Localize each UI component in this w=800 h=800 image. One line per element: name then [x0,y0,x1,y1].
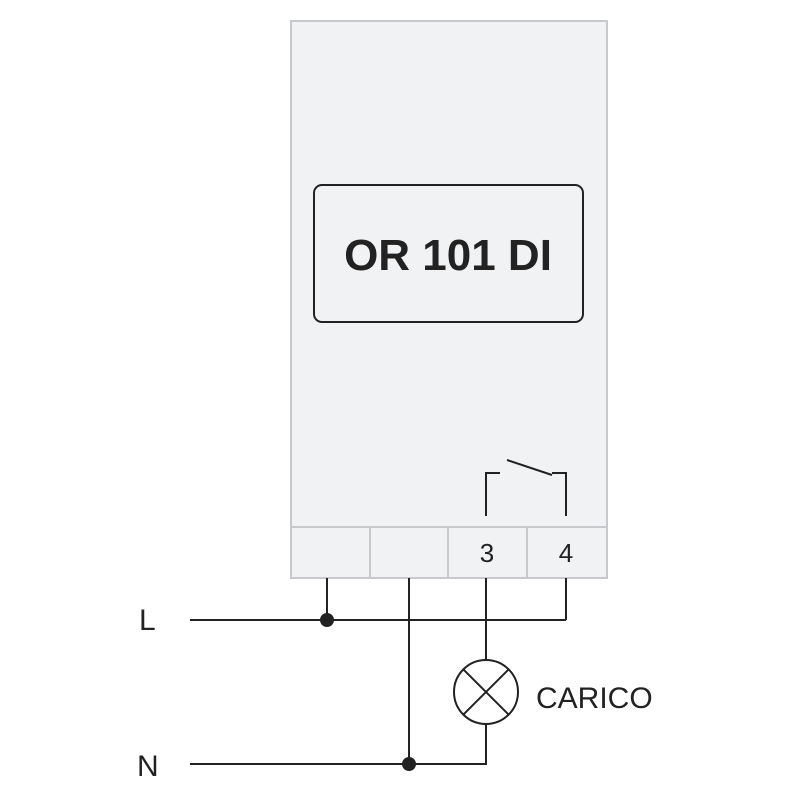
load-label: CARICO [536,682,653,715]
model-label-panel [313,184,584,323]
terminal-4-label: 4 [559,538,573,568]
terminal-3-label: 3 [480,538,494,568]
wires [190,578,567,765]
junction-dot-line [320,613,334,627]
terminal-strip [291,526,607,578]
model-label: OR 101 DI [344,231,552,280]
neutral-label: N [137,750,159,783]
relay-contact-symbol [485,459,567,516]
junction-dot-neutral [402,757,416,771]
line-label: L [139,604,156,637]
lamp-icon [453,659,519,725]
